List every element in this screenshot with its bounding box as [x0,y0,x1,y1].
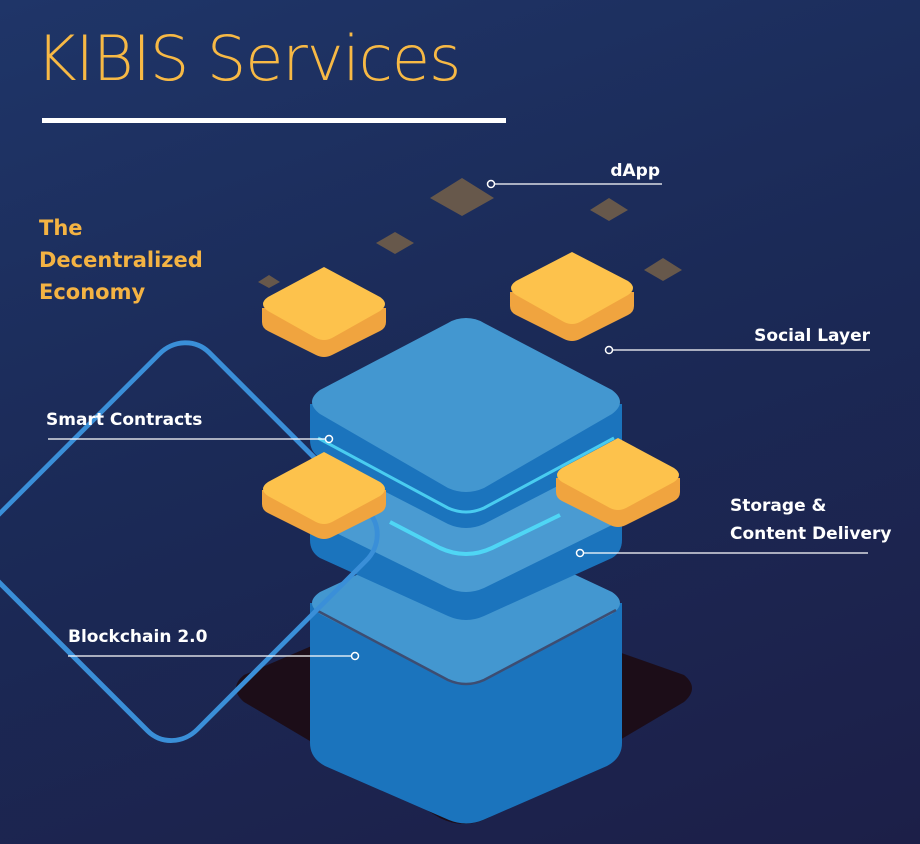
label-smart-contracts: Smart Contracts [46,410,203,430]
callout-smart [48,434,334,444]
tagline-line-3: Economy [39,280,146,304]
ring-glow-front [389,513,561,556]
label-social-layer: Social Layer [754,326,870,346]
blockchain-top-edge [315,608,617,686]
tagline: The Decentralized Economy [39,212,203,308]
diamond-left [376,232,414,254]
tile-top-left [262,267,386,357]
tile-top-right [510,252,634,341]
label-blockchain: Blockchain 2.0 [68,627,208,647]
smart-block-top [312,318,620,492]
tile-bottom-right [556,438,680,527]
callout-blockchain [68,651,360,661]
page-title: KIBIS Services [36,22,461,95]
tagline-line-1: The [39,216,83,240]
callout-storage [575,548,868,558]
tagline-line-2: Decentralized [39,248,203,272]
blockchain-block-side [310,603,622,824]
label-storage-line-2: Content Delivery [730,524,892,544]
diamond-large [430,178,494,216]
callout-dapp [486,179,662,189]
smart-glow-edge [317,436,615,514]
label-storage-line-1: Storage & [730,496,827,516]
label-dapp: dApp [610,161,660,181]
diamond-small [258,275,280,288]
diamond-right [590,198,628,221]
tile-bottom-left [262,452,386,539]
label-storage: Storage & Content Delivery [730,492,891,548]
title-underline [42,118,506,123]
callout-social [604,345,870,355]
diamond-far-right [644,258,682,281]
layer-ring [0,340,380,743]
